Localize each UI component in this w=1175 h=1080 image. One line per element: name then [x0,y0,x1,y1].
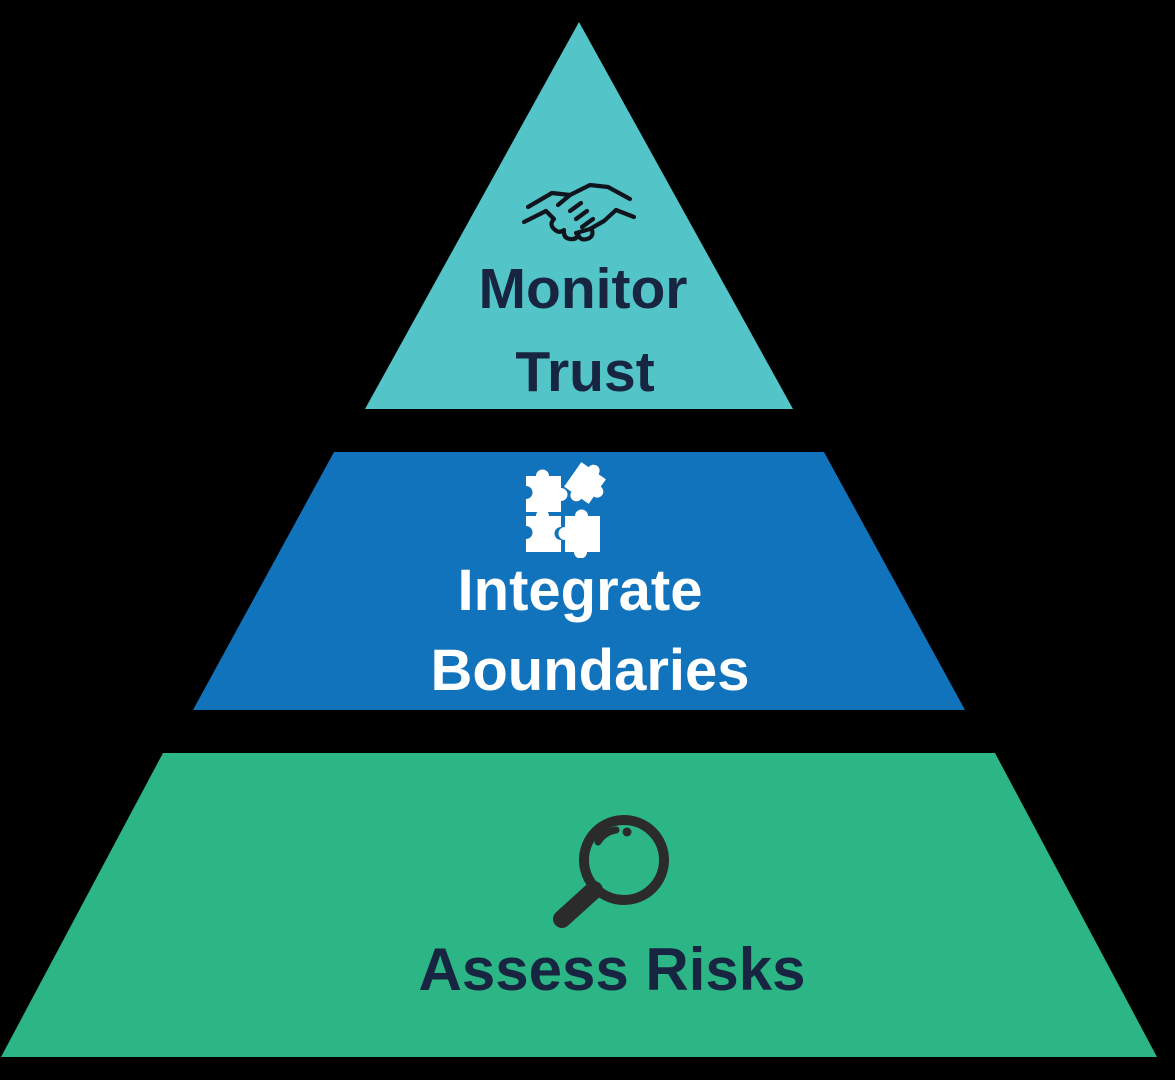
tier-middle-label-line2: Boundaries [430,638,750,703]
tier-top-label-line2: Trust [515,340,655,404]
tier-middle-label-line1: Integrate [457,558,703,623]
tier-top-label-line1: Monitor [478,257,688,321]
handshake-icon [521,182,637,242]
magnifier-icon [553,815,669,928]
puzzle-pieces-icon [526,462,606,558]
tier-middle-shape [193,452,965,710]
tier-bottom-label: Assess Risks [418,936,806,1003]
